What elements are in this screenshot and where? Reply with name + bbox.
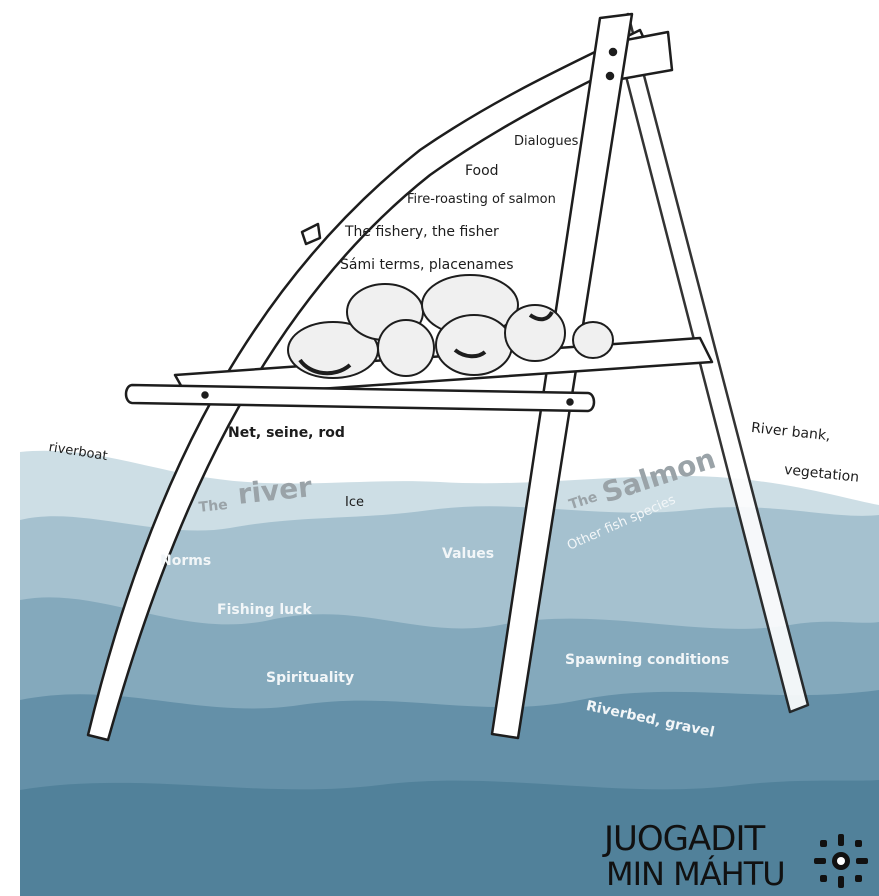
label-fishery: The fishery, the fisher	[345, 224, 499, 240]
label-dialogues: Dialogues	[514, 134, 578, 149]
stone	[436, 315, 512, 375]
label-fire-roasting: Fire-roasting of salmon	[407, 192, 556, 207]
rack-nail-2	[568, 400, 573, 405]
stone	[378, 320, 434, 376]
label-spawning-conditions: Spawning conditions	[565, 652, 729, 668]
sun-emblem-icon	[812, 832, 870, 890]
label-net-seine-rod: Net, seine, rod	[228, 425, 345, 441]
stone	[573, 322, 613, 358]
label-the-river-prefix: The	[198, 497, 229, 516]
label-sami-terms: Sámi terms, placenames	[340, 257, 514, 273]
rack-ornament	[302, 224, 320, 244]
logo-line-2: MIN MÁHTU	[606, 858, 785, 890]
label-ice: Ice	[345, 495, 364, 510]
label-norms: Norms	[160, 553, 211, 569]
label-food: Food	[465, 163, 499, 179]
label-fishing-luck: Fishing luck	[217, 602, 312, 618]
rack-nail-1	[203, 393, 208, 398]
label-spirituality: Spirituality	[266, 670, 354, 686]
stone	[505, 305, 565, 361]
rack-peg-1	[610, 49, 616, 55]
rack-peg-2	[607, 73, 613, 79]
label-values: Values	[442, 546, 494, 562]
logo-line-1: JUOGADIT	[604, 822, 764, 856]
rack-crossbar	[126, 385, 594, 411]
logo: JUOGADIT MIN MÁHTU	[604, 822, 874, 896]
